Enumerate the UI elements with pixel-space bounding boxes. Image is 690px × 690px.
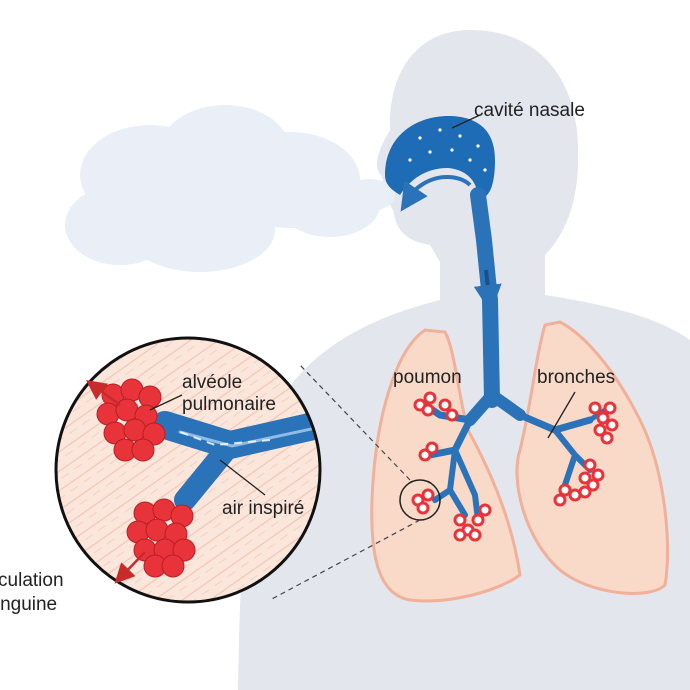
label-lung: poumon: [393, 367, 462, 388]
label-nasal-cavity: cavité nasale: [474, 100, 585, 121]
left-lung: [515, 320, 670, 595]
label-alveolus-line1: alvéole: [182, 372, 242, 393]
leader-nasal: [451, 114, 481, 129]
nasal-airflow-arrow: [400, 175, 472, 212]
leader-alveole: [149, 394, 183, 411]
blood-arrow-upper: [85, 380, 121, 407]
alveoli-clusters-lungs: [411, 391, 619, 542]
alveolus-cluster-lower: [126, 498, 196, 578]
magnifier-border: [54, 336, 322, 604]
label-circulation-line1: circulation: [0, 570, 64, 591]
exhaled-air-cloud: [65, 105, 395, 272]
trachea-flow-arrow: [473, 269, 502, 313]
label-bronchi: bronches: [537, 367, 615, 388]
label-alveolus-line2: pulmonaire: [182, 394, 276, 415]
leader-bronches: [547, 391, 576, 439]
blood-arrow-lower: [114, 551, 146, 584]
nasal-cavity: [385, 115, 495, 199]
leader-air: [219, 459, 266, 496]
label-inhaled-air: air inspiré: [222, 498, 304, 519]
label-circulation-line2: sanguine: [0, 594, 57, 615]
magnifier-guide-bottom: [269, 519, 421, 601]
alveolus-cluster-upper: [96, 378, 166, 462]
nasal-cavity-particles: [408, 128, 487, 172]
magnifier-content: [56, 338, 320, 602]
